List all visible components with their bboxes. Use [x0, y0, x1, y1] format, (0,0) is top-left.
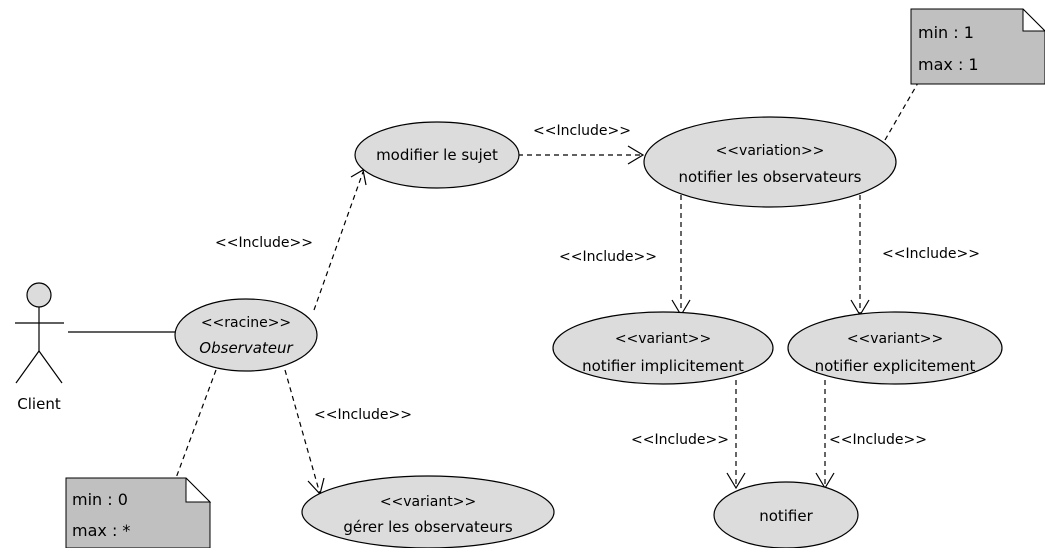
use-case-name: notifier — [759, 507, 813, 525]
include-label: <<Include>> — [533, 123, 631, 139]
use-case-stereotype: <<racine>> — [201, 315, 291, 331]
include-label: <<Include>> — [829, 432, 927, 448]
actor-leg-left — [15, 350, 40, 384]
note-connector-bottom — [175, 369, 217, 479]
note-line-2: max : 1 — [918, 55, 979, 74]
use-case-ellipse — [354, 121, 520, 189]
include-racine-modifier[interactable]: <<Include>> — [215, 169, 367, 311]
actor-label: Client — [17, 395, 61, 413]
include-label: <<Include>> — [882, 246, 980, 262]
use-case-notifier-explicitement[interactable]: <<variant>> notifier explicitement — [787, 311, 1003, 385]
arrow-head — [726, 472, 746, 490]
use-case-name: notifier les observateurs — [679, 168, 862, 186]
use-case-notifier-implicitement[interactable]: <<variant>> notifier implicitement — [552, 311, 774, 385]
include-notifier-obs-explicite[interactable]: <<Include>> — [850, 195, 980, 317]
note-body — [65, 477, 211, 548]
use-case-stereotype: <<variant>> — [380, 494, 476, 510]
dependency-line — [313, 171, 364, 311]
include-label: <<Include>> — [559, 249, 657, 265]
arrow-head — [627, 145, 645, 165]
include-label: <<Include>> — [215, 235, 313, 251]
use-case-name: Observateur — [199, 339, 293, 357]
use-case-name: notifier implicitement — [582, 357, 744, 375]
include-explicite-notifier[interactable]: <<Include>> — [815, 380, 927, 490]
use-case-name: gérer les observateurs — [343, 518, 512, 536]
note-line-1: min : 0 — [72, 490, 128, 509]
actor-client[interactable]: Client — [15, 282, 64, 413]
actor-head — [26, 282, 52, 308]
include-label: <<Include>> — [314, 407, 412, 423]
include-notifier-obs-implicite[interactable]: <<Include>> — [559, 195, 691, 317]
use-case-stereotype: <<variation>> — [716, 143, 825, 159]
use-case-ellipse — [643, 116, 897, 208]
use-case-name: modifier le sujet — [376, 146, 498, 164]
use-case-ellipse — [787, 311, 1003, 385]
include-implicite-notifier[interactable]: <<Include>> — [631, 380, 746, 490]
include-label: <<Include>> — [631, 432, 729, 448]
note-top-right[interactable]: min : 1 max : 1 — [910, 8, 1045, 85]
use-case-ellipse — [174, 298, 318, 372]
use-case-modifier-le-sujet[interactable]: modifier le sujet — [354, 121, 520, 189]
use-case-ellipse — [552, 311, 774, 385]
use-case-notifier[interactable]: notifier — [713, 481, 859, 548]
use-case-notifier-les-observateurs[interactable]: <<variation>> notifier les observateurs — [643, 116, 897, 208]
arrow-head — [307, 477, 325, 496]
note-fold — [1022, 8, 1045, 32]
use-case-stereotype: <<variant>> — [615, 331, 711, 347]
dependency-line — [284, 369, 321, 495]
arrow-head — [350, 169, 367, 186]
include-racine-gerer[interactable]: <<Include>> — [284, 369, 412, 496]
use-case-ellipse — [301, 475, 555, 548]
use-case-observateur[interactable]: <<racine>> Observateur — [174, 298, 318, 372]
use-case-name: notifier explicitement — [815, 357, 976, 375]
note-line-2: max : * — [72, 521, 130, 540]
note-fold — [185, 477, 212, 503]
use-case-gerer-les-observateurs[interactable]: <<variant>> gérer les observateurs — [301, 475, 555, 548]
use-case-ellipse — [713, 481, 859, 548]
include-modifier-notifier-obs[interactable]: <<Include>> — [518, 123, 645, 165]
use-case-stereotype: <<variant>> — [847, 331, 943, 347]
note-body — [910, 8, 1045, 85]
actor-leg-right — [38, 350, 63, 384]
note-connector-top — [884, 75, 923, 141]
note-bottom-left[interactable]: min : 0 max : * — [65, 477, 212, 548]
note-line-1: min : 1 — [918, 23, 974, 42]
